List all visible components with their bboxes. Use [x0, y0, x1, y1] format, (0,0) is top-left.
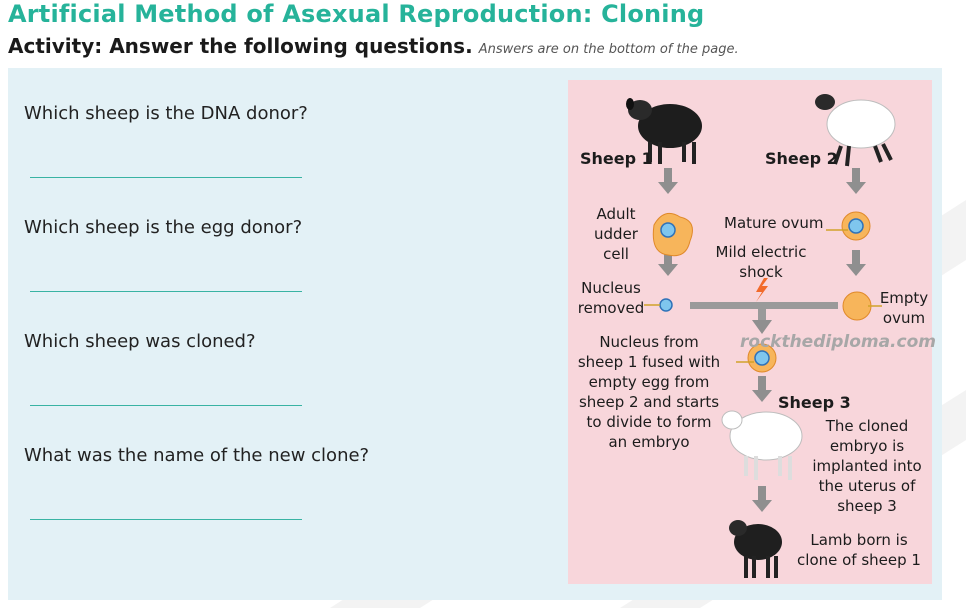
activity-heading: Activity: Answer the following questions… [8, 34, 739, 58]
sheep-2-label: Sheep 2 [765, 149, 838, 168]
answer-line-4[interactable] [30, 519, 302, 520]
sheep-1-label: Sheep 1 [580, 149, 653, 168]
activity-instruction: Activity: Answer the following questions… [8, 34, 473, 58]
fused-cell-icon [736, 343, 777, 373]
lightning-icon [756, 278, 768, 302]
answers-note: Answers are on the bottom of the page. [478, 42, 739, 57]
question-1: Which sheep is the DNA donor? [24, 103, 308, 124]
sheep-1-icon [626, 98, 702, 164]
mature-ovum-label: Mature ovum [724, 214, 824, 232]
answer-line-3[interactable] [30, 405, 302, 406]
diagram-art [626, 94, 896, 578]
empty-ovum-icon [842, 291, 882, 321]
answer-line-2[interactable] [30, 291, 302, 292]
page-title: Artificial Method of Asexual Reproductio… [8, 0, 705, 28]
answer-line-1[interactable] [30, 177, 302, 178]
question-2: Which sheep is the egg donor? [24, 217, 303, 238]
question-4: What was the name of the new clone? [24, 445, 370, 466]
question-3: Which sheep was cloned? [24, 331, 256, 352]
adult-cell-icon [652, 212, 693, 257]
mature-ovum-icon [826, 211, 871, 241]
lamb-icon [729, 520, 782, 578]
sheep-2-icon [815, 94, 896, 167]
site-watermark: rockthediploma.com [740, 332, 936, 352]
cloning-diagram [568, 80, 932, 584]
sheep-3-label: Sheep 3 [778, 393, 851, 412]
nucleus-icon [644, 298, 673, 312]
sheep-3-icon [721, 410, 803, 480]
